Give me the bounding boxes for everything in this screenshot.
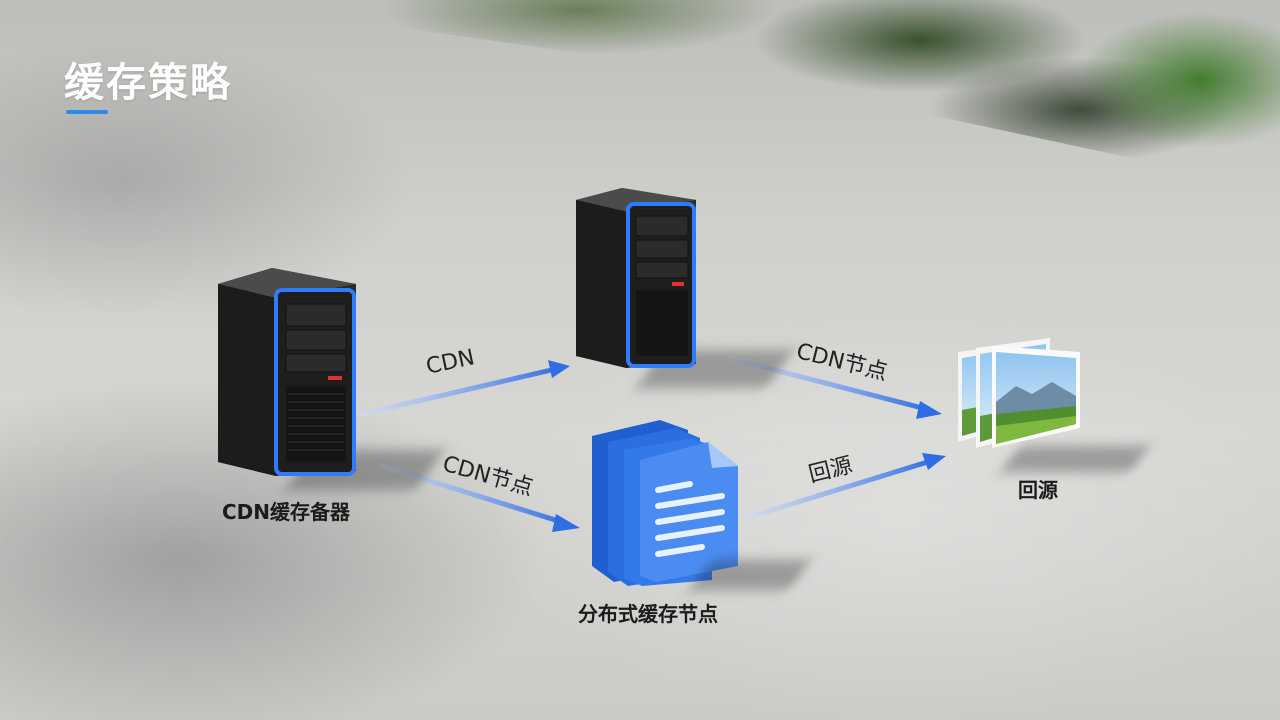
arrow-distributed-to-origin xyxy=(743,453,946,521)
document-stack-icon xyxy=(592,420,738,586)
server-tower-icon xyxy=(576,188,696,368)
document-shadow xyxy=(689,560,811,590)
node-label-distributed-cache: 分布式缓存节点 xyxy=(578,602,718,626)
page-title: 缓存策略 xyxy=(64,60,232,106)
server-tower-icon xyxy=(218,268,356,476)
arrow-cdn-to-distributed xyxy=(379,463,580,532)
node-label-origin: 回源 xyxy=(1018,478,1058,502)
title-underline xyxy=(66,110,108,114)
image-gallery-icon xyxy=(958,338,1080,448)
node-label-cdn-server: CDN缓存备器 xyxy=(222,500,351,524)
arrow-cdn-to-top-server xyxy=(359,360,570,417)
arrow-top-server-to-origin xyxy=(725,355,942,419)
